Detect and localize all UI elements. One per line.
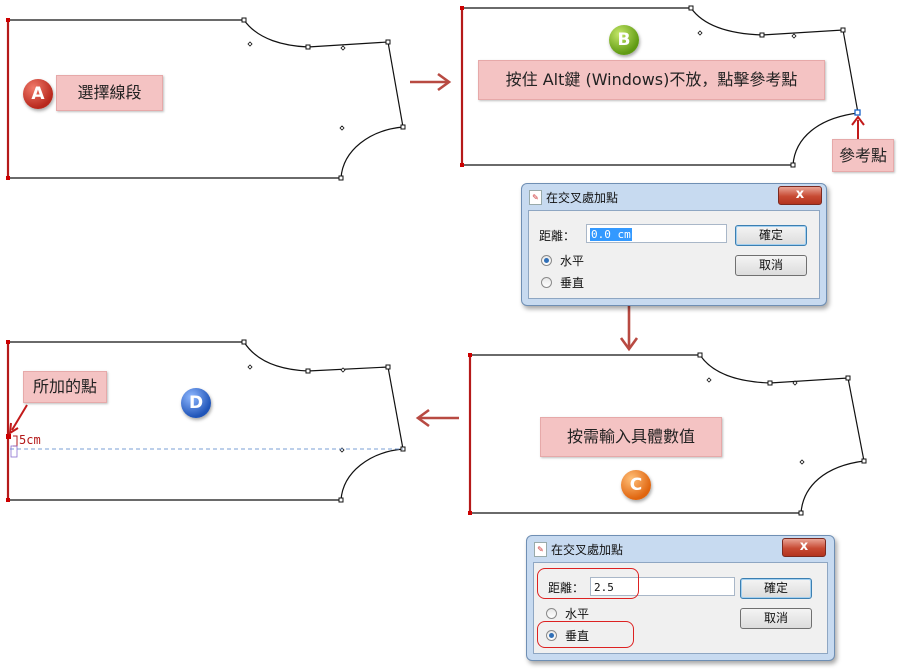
radio-horizontal[interactable]: 水平 (541, 252, 584, 269)
radio-vertical[interactable]: 垂直 (546, 627, 589, 644)
highlight-distance (537, 568, 639, 599)
callout-added-point: 所加的點 (23, 371, 107, 403)
callout-enter-value: 按需輸入具體數值 (540, 417, 722, 457)
flow-arrow-dialog-to-c (619, 306, 639, 352)
flow-arrow-a-to-b (410, 72, 452, 92)
radio-vertical[interactable]: 垂直 (541, 274, 584, 291)
distance-label: 距離： (548, 581, 585, 595)
ok-button[interactable]: 確定 (740, 578, 812, 599)
pattern-piece-a[interactable] (6, 17, 406, 181)
callout-reference-point: 參考點 (832, 139, 894, 172)
pattern-piece-c[interactable] (468, 352, 867, 516)
add-point-dialog-2: ✎ 在交叉處加點 x 距離： 2.5 確定 取消 水平 垂直 (526, 535, 835, 661)
distance-input[interactable]: 0.0 cm (586, 224, 727, 243)
dialog-title: 在交叉處加點 (546, 191, 619, 205)
added-point[interactable] (6, 434, 11, 439)
dialog-titlebar[interactable]: ✎ 在交叉處加點 x (527, 536, 834, 562)
pattern-piece-b[interactable] (460, 5, 861, 168)
radio-button[interactable] (546, 608, 557, 619)
close-button[interactable]: x (782, 538, 826, 557)
highlight-vertical (537, 621, 634, 648)
dimension-label: 5cm (19, 433, 41, 447)
app-icon: ✎ (534, 542, 547, 557)
step-badge-a: A (23, 79, 53, 109)
close-button[interactable]: x (778, 186, 822, 205)
radio-button[interactable] (546, 630, 557, 641)
distance-label: 距離： (539, 229, 576, 243)
step-badge-c: C (621, 470, 651, 500)
radio-button[interactable] (541, 255, 552, 266)
distance-input[interactable]: 2.5 (590, 577, 735, 596)
flow-arrow-c-to-d (415, 408, 459, 428)
reference-point[interactable] (854, 109, 861, 116)
dialog-title: 在交叉處加點 (551, 543, 624, 557)
callout-select-segment: 選擇線段 (56, 75, 163, 111)
cancel-button[interactable]: 取消 (740, 608, 812, 629)
add-point-dialog-1: ✎ 在交叉處加點 x 距離： 0.0 cm 確定 取消 水平 垂直 (521, 183, 827, 306)
step-badge-b: B (609, 25, 639, 55)
pattern-piece-d[interactable] (6, 339, 406, 503)
dialog-body: 距離： 2.5 確定 取消 水平 垂直 (533, 562, 828, 654)
cancel-button[interactable]: 取消 (735, 255, 807, 276)
callout-alt-click: 按住 Alt鍵 (Windows)不放，點擊參考點 (478, 60, 825, 100)
ok-button[interactable]: 確定 (735, 225, 807, 246)
step-badge-d: D (181, 388, 211, 418)
radio-horizontal[interactable]: 水平 (546, 605, 589, 622)
app-icon: ✎ (529, 190, 542, 205)
dialog-body: 距離： 0.0 cm 確定 取消 水平 垂直 (528, 210, 820, 299)
radio-button[interactable] (541, 277, 552, 288)
dialog-titlebar[interactable]: ✎ 在交叉處加點 x (522, 184, 826, 210)
